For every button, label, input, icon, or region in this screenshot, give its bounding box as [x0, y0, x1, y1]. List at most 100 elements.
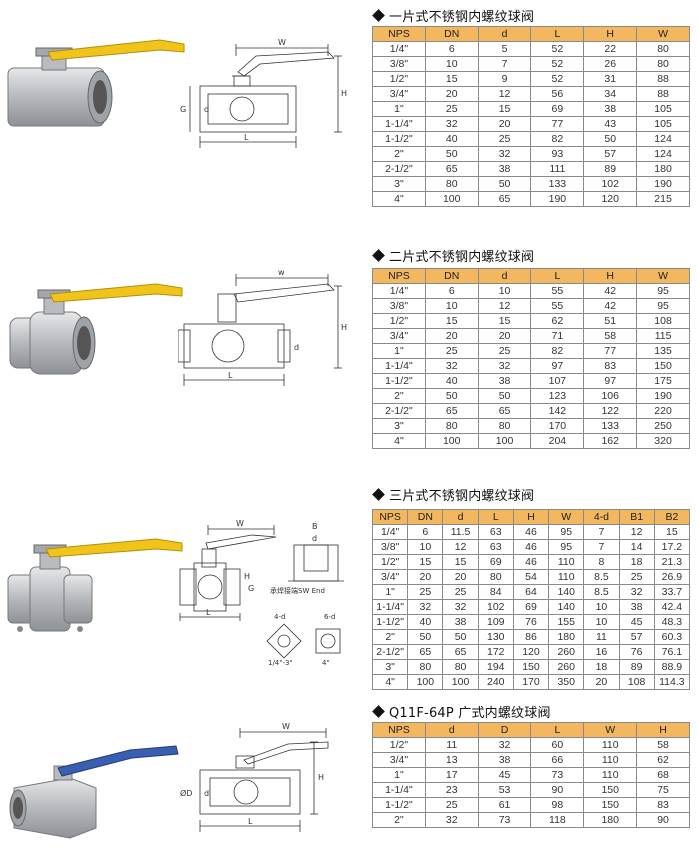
- table-cell: 95: [548, 539, 585, 555]
- table-cell: 220: [636, 403, 690, 419]
- table-cell: 38: [442, 614, 479, 630]
- table-cell: 32: [477, 146, 532, 162]
- table-cell: 130: [477, 629, 514, 645]
- table-cell: 107: [530, 373, 585, 389]
- table-cell: 89: [583, 161, 638, 177]
- table-cell: 6: [424, 283, 479, 299]
- table-cell: 180: [583, 812, 638, 828]
- dim-w-label: W: [236, 519, 244, 528]
- table-cell: 43: [583, 116, 638, 132]
- table-cell: 26.9: [653, 569, 691, 585]
- table-cell: 10: [424, 298, 479, 314]
- table-cell: 95: [636, 283, 690, 299]
- table-cell: 52: [530, 56, 585, 72]
- table-cell: 133: [530, 176, 585, 192]
- table-cell: 25: [424, 101, 479, 117]
- table-cell: 1-1/4": [372, 358, 426, 374]
- table-cell: 15: [653, 524, 691, 540]
- table-cell: 42: [583, 298, 638, 314]
- table-cell: 42.4: [653, 599, 691, 615]
- table-cell: 2": [372, 812, 426, 828]
- table-cell: 82: [530, 131, 585, 147]
- table-cell: 106: [583, 388, 638, 404]
- table-cell: 162: [583, 433, 638, 449]
- table-cell: 2-1/2": [371, 644, 409, 660]
- table-cell: 88: [636, 86, 690, 102]
- table-cell: 12: [477, 86, 532, 102]
- column-header: W: [636, 268, 690, 284]
- table-cell: 25: [424, 797, 479, 813]
- diamond-bullet-icon: [372, 9, 385, 22]
- dim-b-label: B: [312, 522, 318, 531]
- table-cell: 50: [477, 176, 532, 192]
- table-cell: 63: [477, 524, 514, 540]
- table-cell: 32: [442, 599, 479, 615]
- table-cell: 7: [477, 56, 532, 72]
- table-cell: 89: [618, 659, 655, 675]
- table-cell: 3/4": [372, 328, 426, 344]
- table-cell: 15: [477, 313, 532, 329]
- column-header: H: [512, 509, 550, 525]
- valve-photo-three-piece: [7, 538, 183, 632]
- table-cell: 33.7: [653, 584, 691, 600]
- table-cell: 110: [583, 737, 638, 753]
- table-cell: 260: [548, 644, 585, 660]
- table-cell: 135: [636, 343, 690, 359]
- table-cell: 109: [477, 614, 514, 630]
- column-header: H: [583, 26, 638, 42]
- table-cell: 12: [618, 524, 655, 540]
- table-cell: 25: [407, 584, 444, 600]
- table-cell: 82: [530, 343, 585, 359]
- column-header: d: [442, 509, 479, 525]
- section-title: Q11F-64P 广式内螺纹球阀: [372, 702, 551, 721]
- valve-photo-one-piece: [7, 39, 185, 127]
- table-cell: 48.3: [653, 614, 691, 630]
- table-cell: 190: [636, 388, 690, 404]
- table-cell: 10: [583, 599, 620, 615]
- dim-h-label: H: [341, 323, 347, 332]
- table-cell: 13: [424, 752, 479, 768]
- table-cell: 124: [636, 146, 690, 162]
- table-cell: 68: [636, 767, 690, 783]
- table-cell: 150: [583, 782, 638, 798]
- column-header: d: [477, 26, 532, 42]
- table-cell: 42: [583, 283, 638, 299]
- table-cell: 32: [477, 737, 532, 753]
- column-header: W: [636, 26, 690, 42]
- diamond-bullet-icon: [372, 705, 385, 718]
- table-cell: 240: [477, 674, 514, 690]
- table-cell: 1": [372, 101, 426, 117]
- table-cell: 55: [530, 283, 585, 299]
- table-cell: 118: [530, 812, 585, 828]
- table-cell: 6: [407, 524, 444, 540]
- table-cell: 1/4": [372, 41, 426, 57]
- table-cell: 320: [636, 433, 690, 449]
- table-cell: 16: [583, 644, 620, 660]
- table-cell: 8: [583, 554, 620, 570]
- size-large-label: 4": [322, 659, 330, 667]
- table-cell: 20: [477, 328, 532, 344]
- table-cell: 4": [372, 433, 426, 449]
- dim-h-label: H: [341, 89, 347, 98]
- table-cell: 114.3: [653, 674, 691, 690]
- dim-l-label: L: [244, 133, 249, 142]
- table-cell: 1/4": [371, 524, 409, 540]
- column-header: L: [530, 268, 585, 284]
- table-cell: 12: [442, 539, 479, 555]
- valve-photo-two-piece: [9, 283, 183, 375]
- dim-l-label: L: [206, 608, 211, 617]
- column-header: D: [477, 722, 532, 738]
- table-cell: 133: [583, 418, 638, 434]
- table-cell: 83: [583, 358, 638, 374]
- column-header: H: [583, 268, 638, 284]
